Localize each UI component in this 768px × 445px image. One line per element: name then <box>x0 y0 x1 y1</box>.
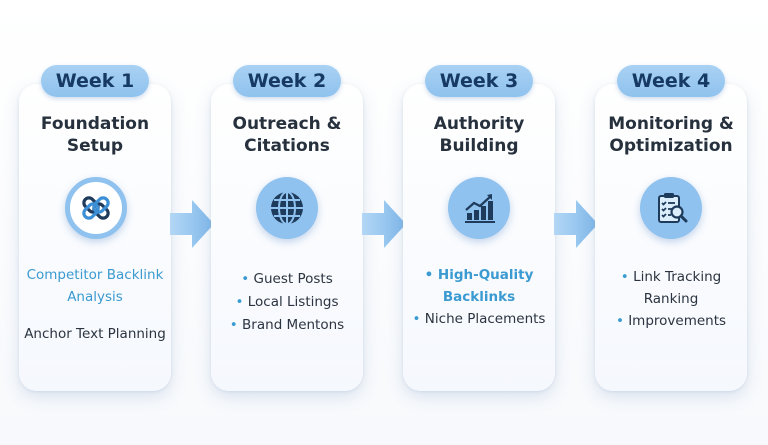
week-2-badge: Week 2 <box>233 65 341 97</box>
week-1-title-line-1: Foundation <box>40 114 150 134</box>
arrow-right-icon <box>170 200 214 248</box>
week-3-items: • High-Quality Backlinks • Niche Placeme… <box>403 264 555 330</box>
week-2-item-1: • Guest Posts <box>241 271 333 287</box>
week-4-badge: Week 4 <box>617 65 725 97</box>
arrow-right-icon <box>554 200 598 248</box>
arrow-right-icon <box>362 200 406 248</box>
week-1-title: Foundation Setup <box>19 113 171 157</box>
chain-link-icon <box>65 177 127 239</box>
week-2-title-line-2: Citations <box>244 136 330 156</box>
week-3-title-line-1: Authority <box>433 114 525 134</box>
week-1-items: Competitor Backlink Analysis Anchor Text… <box>19 264 171 345</box>
week-1-title-line-2: Setup <box>66 136 124 156</box>
clipboard-search-icon <box>640 177 702 239</box>
week-3-title-line-2: Building <box>439 136 519 156</box>
week-2-title-line-1: Outreach & <box>232 114 342 134</box>
week-4-title-line-1: Monitoring & <box>608 114 734 134</box>
week-4-item-2: • Improvements <box>615 313 727 329</box>
week-2-item-3: • Brand Mentons <box>229 317 345 333</box>
week-2-items: • Guest Posts • Local Listings • Brand M… <box>211 268 363 336</box>
week-3-title: Authority Building <box>403 113 555 157</box>
week-4-item-1: • Link Tracking <box>620 269 722 285</box>
week-1-item-1-cont: Analysis <box>67 289 123 305</box>
week-3-item-1-cont: Backlinks <box>442 289 516 305</box>
week-4-item-1-cont: Ranking <box>643 291 699 307</box>
week-1-item-1: Competitor Backlink <box>26 267 164 283</box>
week-4-title-line-2: Optimization <box>609 136 733 156</box>
week-3-item-1: • High-Quality <box>424 267 534 283</box>
week-1-badge: Week 1 <box>41 65 149 97</box>
growth-chart-icon <box>448 177 510 239</box>
week-4-items: • Link Tracking Ranking • Improvements <box>595 266 747 332</box>
week-1-item-2: Anchor Text Planning <box>24 326 166 342</box>
globe-icon <box>256 177 318 239</box>
week-4-title: Monitoring & Optimization <box>595 113 747 157</box>
week-2-title: Outreach & Citations <box>211 113 363 157</box>
week-3-item-2: • Niche Placements <box>412 311 546 327</box>
week-3-badge: Week 3 <box>425 65 533 97</box>
week-2-item-2: • Local Listings <box>235 294 339 310</box>
